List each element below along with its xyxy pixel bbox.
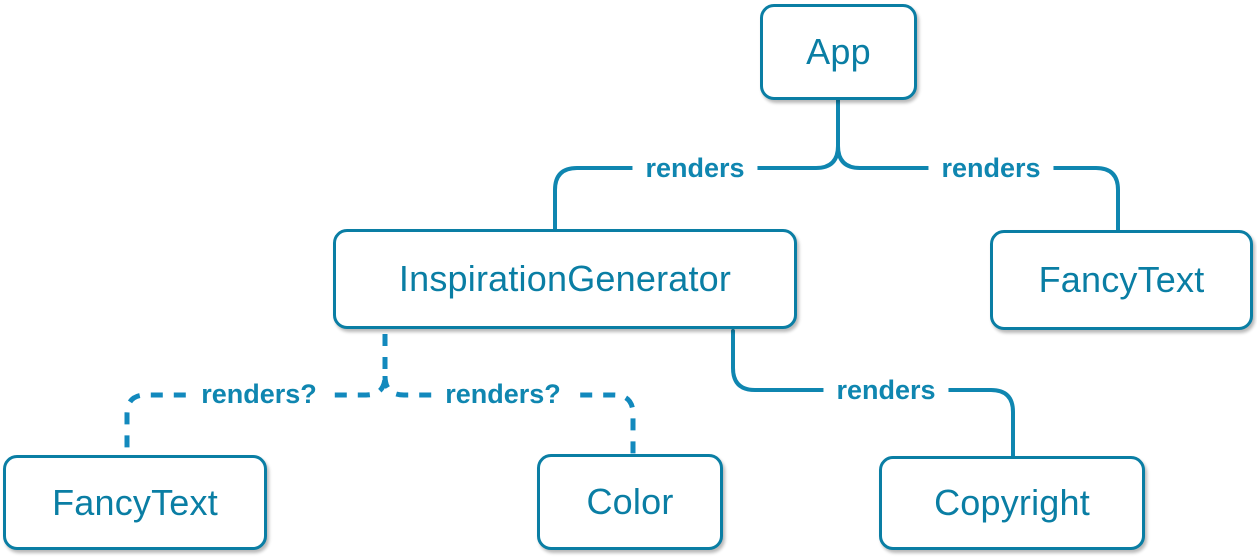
node-copyright: Copyright <box>879 456 1145 550</box>
node-copyright-label: Copyright <box>934 482 1090 523</box>
edge-label-renders-app-inspiration-generator: renders <box>632 151 758 185</box>
node-app-label: App <box>806 31 871 72</box>
node-fancy-text-top: FancyText <box>990 230 1253 330</box>
node-fancy-text-bottom-label: FancyText <box>52 481 218 523</box>
edge-label-renders-copyright: renders <box>823 373 949 407</box>
edge-label-renders-maybe-fancy-text: renders? <box>188 377 330 411</box>
node-color-label: Color <box>586 481 674 522</box>
node-fancy-text-top-label: FancyText <box>1038 259 1205 300</box>
node-inspiration-generator-label: InspirationGenerator <box>398 258 732 299</box>
edge-inspiration-generator-to-color <box>382 375 636 454</box>
node-inspiration-generator: InspirationGenerator <box>333 229 797 329</box>
edge-label-renders-maybe-color: renders? <box>432 377 574 411</box>
node-app: App <box>760 4 917 100</box>
edge-label-renders-app-fancy-text: renders <box>928 151 1054 185</box>
edge-app-to-fancy-text-top <box>836 144 1120 232</box>
node-fancy-text-bottom: FancyText <box>3 455 267 550</box>
node-color: Color <box>537 454 723 550</box>
